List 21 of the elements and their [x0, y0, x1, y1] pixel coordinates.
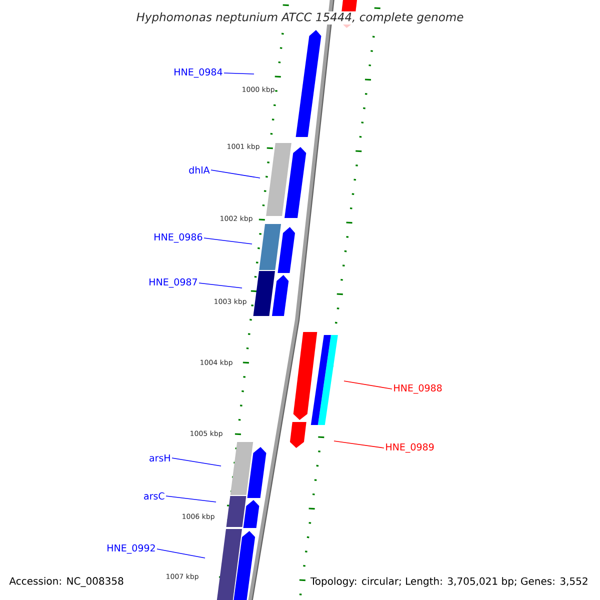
gene-label: HNE_0992 [108, 544, 155, 554]
leader-line [166, 496, 216, 502]
leader-line [204, 238, 252, 244]
gene-label: HNE_0984 [174, 68, 222, 78]
leader-line [156, 548, 206, 558]
gene-label: arsH [150, 454, 170, 462]
title: Hyphomonas neptunium ATCC 15444, complete genome [135, 11, 465, 25]
leader-line [224, 72, 254, 74]
gene-label: HNE_0986 [154, 233, 202, 243]
leader-line [198, 282, 242, 288]
gene-label: HNE_0987 [150, 278, 197, 288]
gene-label: dhlA [189, 166, 210, 174]
gene-label: arsC [144, 492, 164, 500]
accession-label: Accession: NC_008358 [9, 577, 124, 587]
leader-line [344, 380, 392, 390]
leader-line [172, 458, 222, 466]
gene-label: HNE_0989 [386, 443, 434, 453]
gene-label: HNE_0988 [394, 384, 442, 394]
topology-label: Topology: circular; Length: 3,705,021 bp; Genes: 3,552 [308, 576, 590, 588]
leader-line [210, 170, 260, 178]
leader-line [334, 440, 384, 448]
